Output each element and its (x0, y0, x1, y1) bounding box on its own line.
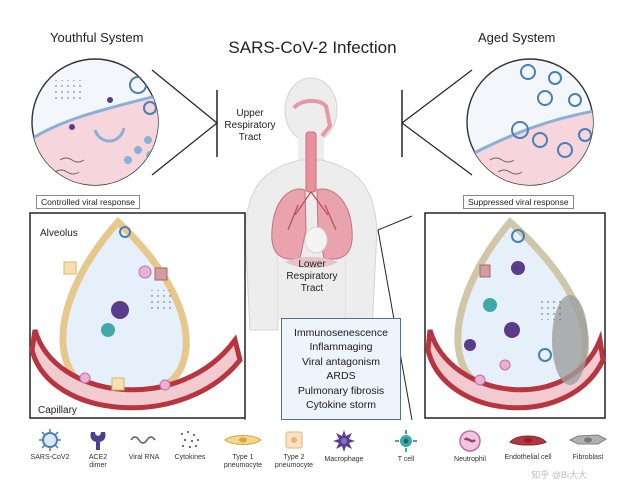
upper-tract-line-3: Tract (238, 132, 262, 143)
suppressed-response-label: Suppressed viral response (463, 195, 574, 209)
aged-alveolus-panel (424, 212, 606, 419)
figure-title: SARS-CoV-2 Infection (228, 38, 397, 57)
type2-pneumocyte-icon (285, 431, 303, 449)
legend-item-virus: SARS-CoV2 (24, 428, 76, 462)
human-body-figure (244, 77, 378, 331)
aging-effects-box: Immunosenescence Inflammaging Viral anta… (281, 318, 401, 420)
capillary-label: Capillary (38, 405, 77, 416)
lower-tract-line-1: Lower (298, 259, 326, 270)
ace2-dimer-icon (90, 432, 106, 450)
effect-cytokine-storm: Cytokine storm (305, 399, 377, 411)
legend-item-fibroblast: Fibroblast (562, 428, 614, 462)
lower-tract-line-2: Respiratory (286, 271, 338, 282)
youthful-system-label: Youthful System (50, 30, 144, 45)
t-cell-icon (395, 430, 417, 452)
watermark: 知乎 @Bi大大 (531, 470, 587, 480)
legend-label: Type 1 (232, 454, 254, 461)
legend-label: SARS-CoV2 (30, 454, 70, 461)
effect-inflammaging: Inflammaging (309, 341, 373, 353)
fibroblast-icon (568, 434, 608, 445)
effect-pulmonary-fibrosis: Pulmonary fibrosis (297, 384, 385, 397)
legend-label-2: pneumocyte (223, 462, 263, 469)
legend-label: T cell (397, 456, 415, 463)
legend-label: Neutrophil (454, 456, 486, 463)
viral-rna-icon (130, 436, 156, 444)
legend-label-2: pneumocyte (274, 462, 314, 469)
legend-item-t-cell: T cell (380, 428, 432, 464)
effect-viral-antagonism: Viral antagonism (301, 355, 381, 368)
legend-label: Macrophage (324, 456, 364, 463)
youthful-upper-tract-circle (31, 58, 159, 186)
lower-tract-line-3: Tract (300, 283, 324, 294)
effect-ards: ARDS (326, 370, 356, 382)
legend-label: Viral RNA (128, 454, 160, 461)
legend-item-macrophage: Macrophage (318, 428, 370, 464)
legend-item-cytokines: Cytokines (164, 428, 216, 462)
cytokines-icon (181, 431, 199, 448)
type1-pneumocyte-icon (224, 435, 262, 445)
legend-item-viral-rna: Viral RNA (118, 428, 170, 462)
upper-tract-line-2: Respiratory (224, 120, 276, 131)
upper-respiratory-tract-label: Upper Respiratory Tract (220, 108, 280, 144)
legend-item-endothelial: Endothelial cell (502, 428, 554, 462)
legend-label: Fibroblast (572, 454, 604, 461)
legend-label-2: dimer (89, 462, 107, 469)
alveolus-label: Alveolus (40, 228, 78, 239)
macrophage-icon (333, 430, 355, 452)
legend-label: ACE2 (88, 454, 108, 461)
upper-tract-line-1: Upper (236, 108, 264, 119)
youthful-alveolus-panel (29, 212, 246, 419)
legend-item-neutrophil: Neutrophil (444, 428, 496, 464)
legend-label: Endothelial cell (504, 454, 552, 461)
aged-upper-tract-circle (466, 58, 594, 186)
controlled-response-label: Controlled viral response (36, 195, 141, 209)
legend-label: Type 2 (283, 454, 305, 461)
aged-system-label: Aged System (478, 30, 556, 45)
endothelial-cell-icon (509, 435, 547, 446)
neutrophil-icon (459, 430, 481, 452)
virus-icon (39, 429, 61, 451)
lower-respiratory-tract-label: Lower Respiratory Tract (282, 259, 342, 295)
effect-immunosenescence: Immunosenescence (294, 326, 388, 339)
legend-label: Cytokines (174, 454, 206, 461)
